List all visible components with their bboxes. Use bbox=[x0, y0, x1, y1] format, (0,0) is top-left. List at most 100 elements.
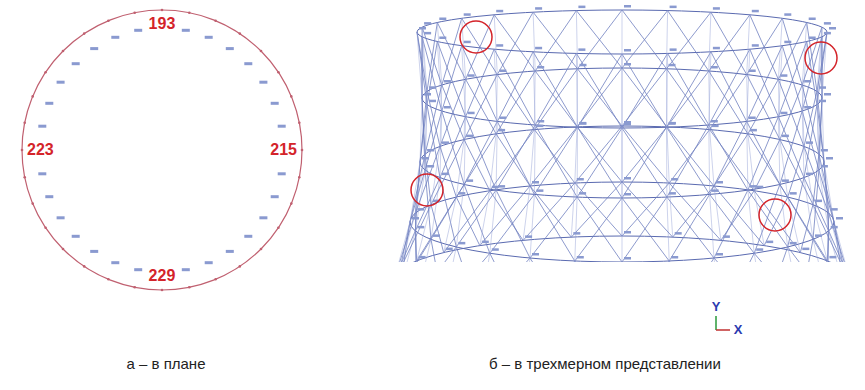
tower-member bbox=[422, 37, 442, 111]
tower-member bbox=[829, 213, 850, 262]
node-mark bbox=[498, 129, 505, 132]
tower-member bbox=[754, 191, 800, 253]
node-dot bbox=[298, 176, 301, 179]
tower-member bbox=[464, 184, 490, 253]
node-mark bbox=[271, 102, 279, 105]
tower-member bbox=[523, 183, 575, 240]
node-mark bbox=[492, 186, 499, 189]
tower-member bbox=[673, 186, 714, 237]
node-mark bbox=[535, 7, 542, 10]
tower-member bbox=[813, 239, 827, 262]
node-mark bbox=[45, 102, 53, 105]
node-mark bbox=[259, 81, 267, 84]
node-mark bbox=[412, 217, 419, 220]
tower-member bbox=[464, 140, 490, 191]
node-mark bbox=[711, 120, 718, 123]
tower-member bbox=[817, 27, 822, 91]
node-mark bbox=[669, 192, 676, 195]
node-dot bbox=[107, 19, 110, 22]
tower-member bbox=[747, 15, 750, 75]
node-mark bbox=[670, 48, 677, 51]
node-dot bbox=[62, 248, 65, 251]
tower-member bbox=[667, 12, 711, 69]
node-mark bbox=[580, 64, 587, 67]
node-mark bbox=[578, 48, 585, 51]
node-number: 223 bbox=[26, 141, 55, 159]
tower-member bbox=[667, 69, 710, 130]
tower-member bbox=[431, 140, 464, 205]
tower-member bbox=[824, 162, 834, 222]
tower-member bbox=[496, 190, 530, 258]
node-dot bbox=[23, 121, 26, 124]
node-dot bbox=[83, 32, 86, 35]
tower-member bbox=[456, 247, 480, 262]
tower-member bbox=[535, 125, 577, 197]
node-mark bbox=[716, 181, 723, 184]
tower-member bbox=[780, 140, 813, 205]
tower-member bbox=[576, 11, 577, 69]
node-mark bbox=[711, 66, 718, 69]
tower-member bbox=[827, 213, 828, 261]
node-dot bbox=[301, 149, 304, 152]
node-mark bbox=[205, 261, 213, 264]
tower-member bbox=[748, 79, 779, 134]
node-mark bbox=[482, 241, 489, 244]
caption: б – в трехмерном представлении bbox=[489, 356, 721, 373]
node-dot bbox=[290, 95, 293, 98]
tower-member bbox=[490, 134, 496, 191]
node-number: 193 bbox=[148, 15, 177, 33]
node-dot bbox=[83, 265, 86, 268]
tower-member bbox=[819, 98, 822, 154]
tower-member bbox=[494, 49, 535, 125]
tower-member bbox=[425, 91, 427, 154]
node-mark bbox=[271, 195, 279, 198]
tower-member bbox=[575, 261, 622, 262]
node-mark bbox=[226, 47, 234, 50]
node-mark bbox=[424, 93, 431, 96]
tower-member bbox=[804, 146, 813, 204]
tower-member bbox=[622, 53, 668, 128]
node-mark bbox=[712, 189, 719, 192]
tower-member bbox=[747, 75, 780, 140]
tower-member bbox=[417, 32, 422, 98]
node-mark bbox=[573, 232, 580, 235]
tower-member bbox=[417, 247, 457, 262]
tower-member bbox=[444, 191, 490, 253]
tower-member bbox=[778, 23, 806, 80]
node-mark bbox=[536, 189, 543, 192]
highlight-circles bbox=[411, 21, 837, 231]
tower-member bbox=[578, 10, 623, 69]
node-mark bbox=[439, 37, 446, 40]
tower-member bbox=[817, 32, 827, 91]
tower-member bbox=[431, 239, 444, 262]
node-mark bbox=[244, 235, 252, 238]
node-mark bbox=[806, 141, 813, 144]
tower-member bbox=[748, 134, 754, 191]
tower-member bbox=[533, 12, 535, 71]
node-mark bbox=[458, 242, 465, 245]
node-mark bbox=[57, 81, 65, 84]
node-mark bbox=[750, 129, 757, 132]
node-dot bbox=[188, 286, 191, 289]
tower-member bbox=[622, 126, 669, 183]
tower-member bbox=[577, 128, 622, 197]
tower-member bbox=[747, 122, 780, 185]
node-dot bbox=[23, 176, 26, 179]
node-mark bbox=[442, 141, 449, 144]
tower-member bbox=[400, 205, 431, 262]
tower-member bbox=[417, 205, 431, 261]
node-mark bbox=[624, 49, 631, 52]
node-dot bbox=[133, 286, 136, 289]
tower-member bbox=[523, 258, 530, 262]
tower-member bbox=[788, 197, 828, 261]
tower-member bbox=[456, 140, 464, 198]
node-dot bbox=[107, 278, 110, 281]
tower-member bbox=[575, 127, 577, 183]
tower-member bbox=[800, 205, 813, 253]
tower-member bbox=[622, 261, 669, 262]
node-mark bbox=[821, 165, 828, 168]
node-mark bbox=[782, 179, 789, 182]
node-mark bbox=[57, 216, 65, 219]
node-mark bbox=[804, 106, 811, 109]
node-dot bbox=[44, 71, 47, 74]
